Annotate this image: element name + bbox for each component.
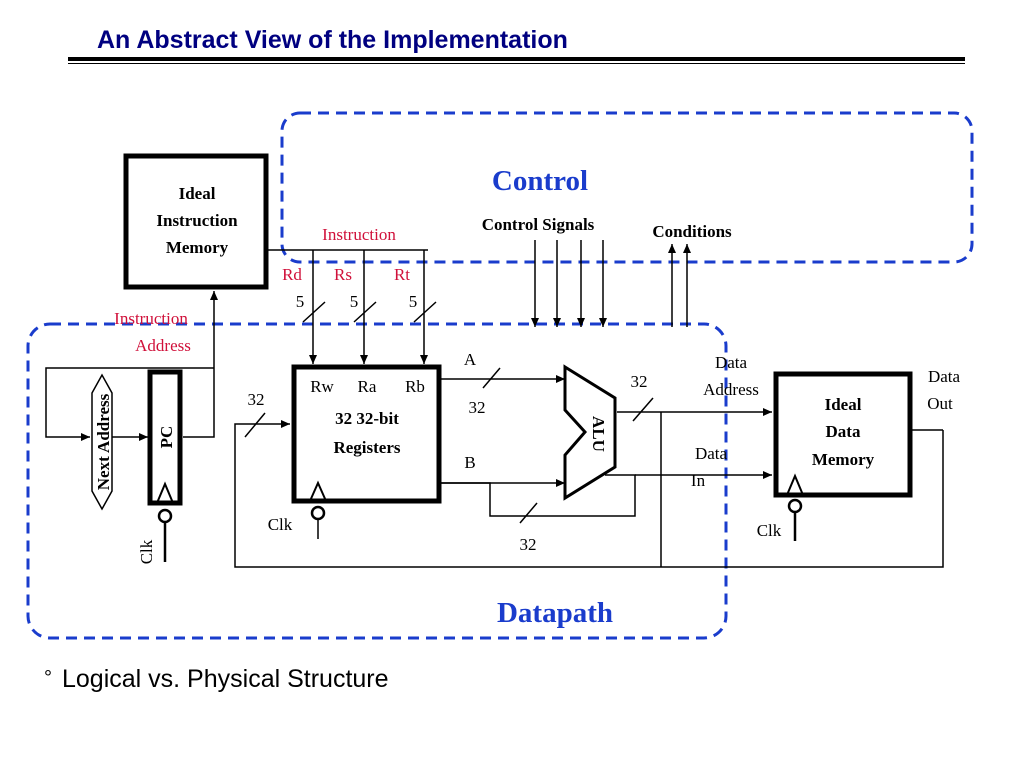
next-address-block xyxy=(91,373,113,511)
dmem-clock-triangle xyxy=(786,473,804,496)
alu-output-width-slash xyxy=(632,397,654,422)
bus-b-width-slash xyxy=(519,502,538,524)
pc-clock-triangle xyxy=(156,481,174,504)
data-memory-line-1: Ideal xyxy=(825,395,862,414)
regfile-clock-triangle xyxy=(309,480,327,502)
data-memory-line-2: Data xyxy=(826,422,861,441)
control-label: Control xyxy=(492,165,588,197)
pc-clk-label: Clk xyxy=(137,539,156,564)
pc-feedback-wire xyxy=(45,367,214,441)
instruction-memory-line-1: Ideal xyxy=(179,184,216,203)
register-file-line-2: Registers xyxy=(333,438,400,457)
data-address-line-2: Address xyxy=(703,380,759,399)
bus-b xyxy=(441,474,636,517)
rs-width: 5 xyxy=(350,292,359,311)
alu-label: ALU xyxy=(589,416,608,452)
instruction-memory-line-2: Instruction xyxy=(156,211,238,230)
rb-port-label: Rb xyxy=(405,377,425,396)
dmem-clk-label: Clk xyxy=(757,521,782,540)
bus-b-width: 32 xyxy=(520,535,537,554)
rd-width: 5 xyxy=(296,292,305,311)
bus-a-width-slash xyxy=(482,367,501,389)
bullet-symbol: ° xyxy=(44,667,52,689)
pc-to-imem-wire xyxy=(183,291,218,438)
bullet-text: Logical vs. Physical Structure xyxy=(62,665,389,693)
bullet-point: ° Logical vs. Physical Structure xyxy=(44,665,389,694)
instruction-label: Instruction xyxy=(322,225,396,244)
rd-width-slash xyxy=(302,301,326,323)
writeback-width-slash xyxy=(244,412,266,438)
rd-label: Rd xyxy=(282,265,302,284)
register-file-line-1: 32 32-bit xyxy=(335,409,399,428)
instruction-address-line-1: Instruction xyxy=(114,309,188,328)
register-file-block xyxy=(291,364,442,504)
data-in-line-1: Data xyxy=(695,444,728,463)
control-signals-label: Control Signals xyxy=(482,215,595,234)
bus-a-label: A xyxy=(464,350,477,369)
ra-port-label: Ra xyxy=(358,377,377,396)
rt-width: 5 xyxy=(409,292,418,311)
dmem-clock-bubble xyxy=(787,498,803,514)
rt-label: Rt xyxy=(394,265,410,284)
writeback-bus xyxy=(234,420,944,568)
regfile-clock-bubble xyxy=(310,505,326,521)
title-underline-thin xyxy=(68,63,965,64)
data-in-line-2: In xyxy=(691,471,706,490)
writeback-width: 32 xyxy=(248,390,265,409)
alu-block xyxy=(563,364,617,501)
data-out-line-2: Out xyxy=(927,394,953,413)
rt-width-slash xyxy=(413,301,437,323)
rs-label: Rs xyxy=(334,265,352,284)
datapath-label: Datapath xyxy=(497,597,613,629)
instruction-memory-block xyxy=(123,153,269,290)
regfile-clk-label: Clk xyxy=(268,515,293,534)
data-address-line-1: Data xyxy=(715,353,748,372)
data-out-line-1: Data xyxy=(928,367,961,386)
data-memory-line-3: Memory xyxy=(812,450,875,469)
control-region xyxy=(280,111,974,264)
alu-output-width: 32 xyxy=(631,372,648,391)
rw-port-label: Rw xyxy=(310,377,334,396)
bus-a-width: 32 xyxy=(469,398,486,417)
instruction-memory-line-3: Memory xyxy=(166,238,229,257)
pc-label: PC xyxy=(157,426,176,449)
pc-clock-bubble xyxy=(157,508,173,524)
bus-b-label: B xyxy=(464,453,475,472)
datapath-region xyxy=(26,322,728,640)
rs-width-slash xyxy=(353,301,377,323)
instruction-address-line-2: Address xyxy=(135,336,191,355)
pc-block xyxy=(147,369,183,506)
conditions-label: Conditions xyxy=(652,222,732,241)
title-underline xyxy=(68,57,965,61)
next-address-label: Next Address xyxy=(94,393,113,490)
slide-title: An Abstract View of the Implementation xyxy=(97,26,568,54)
data-memory-block xyxy=(773,371,913,498)
